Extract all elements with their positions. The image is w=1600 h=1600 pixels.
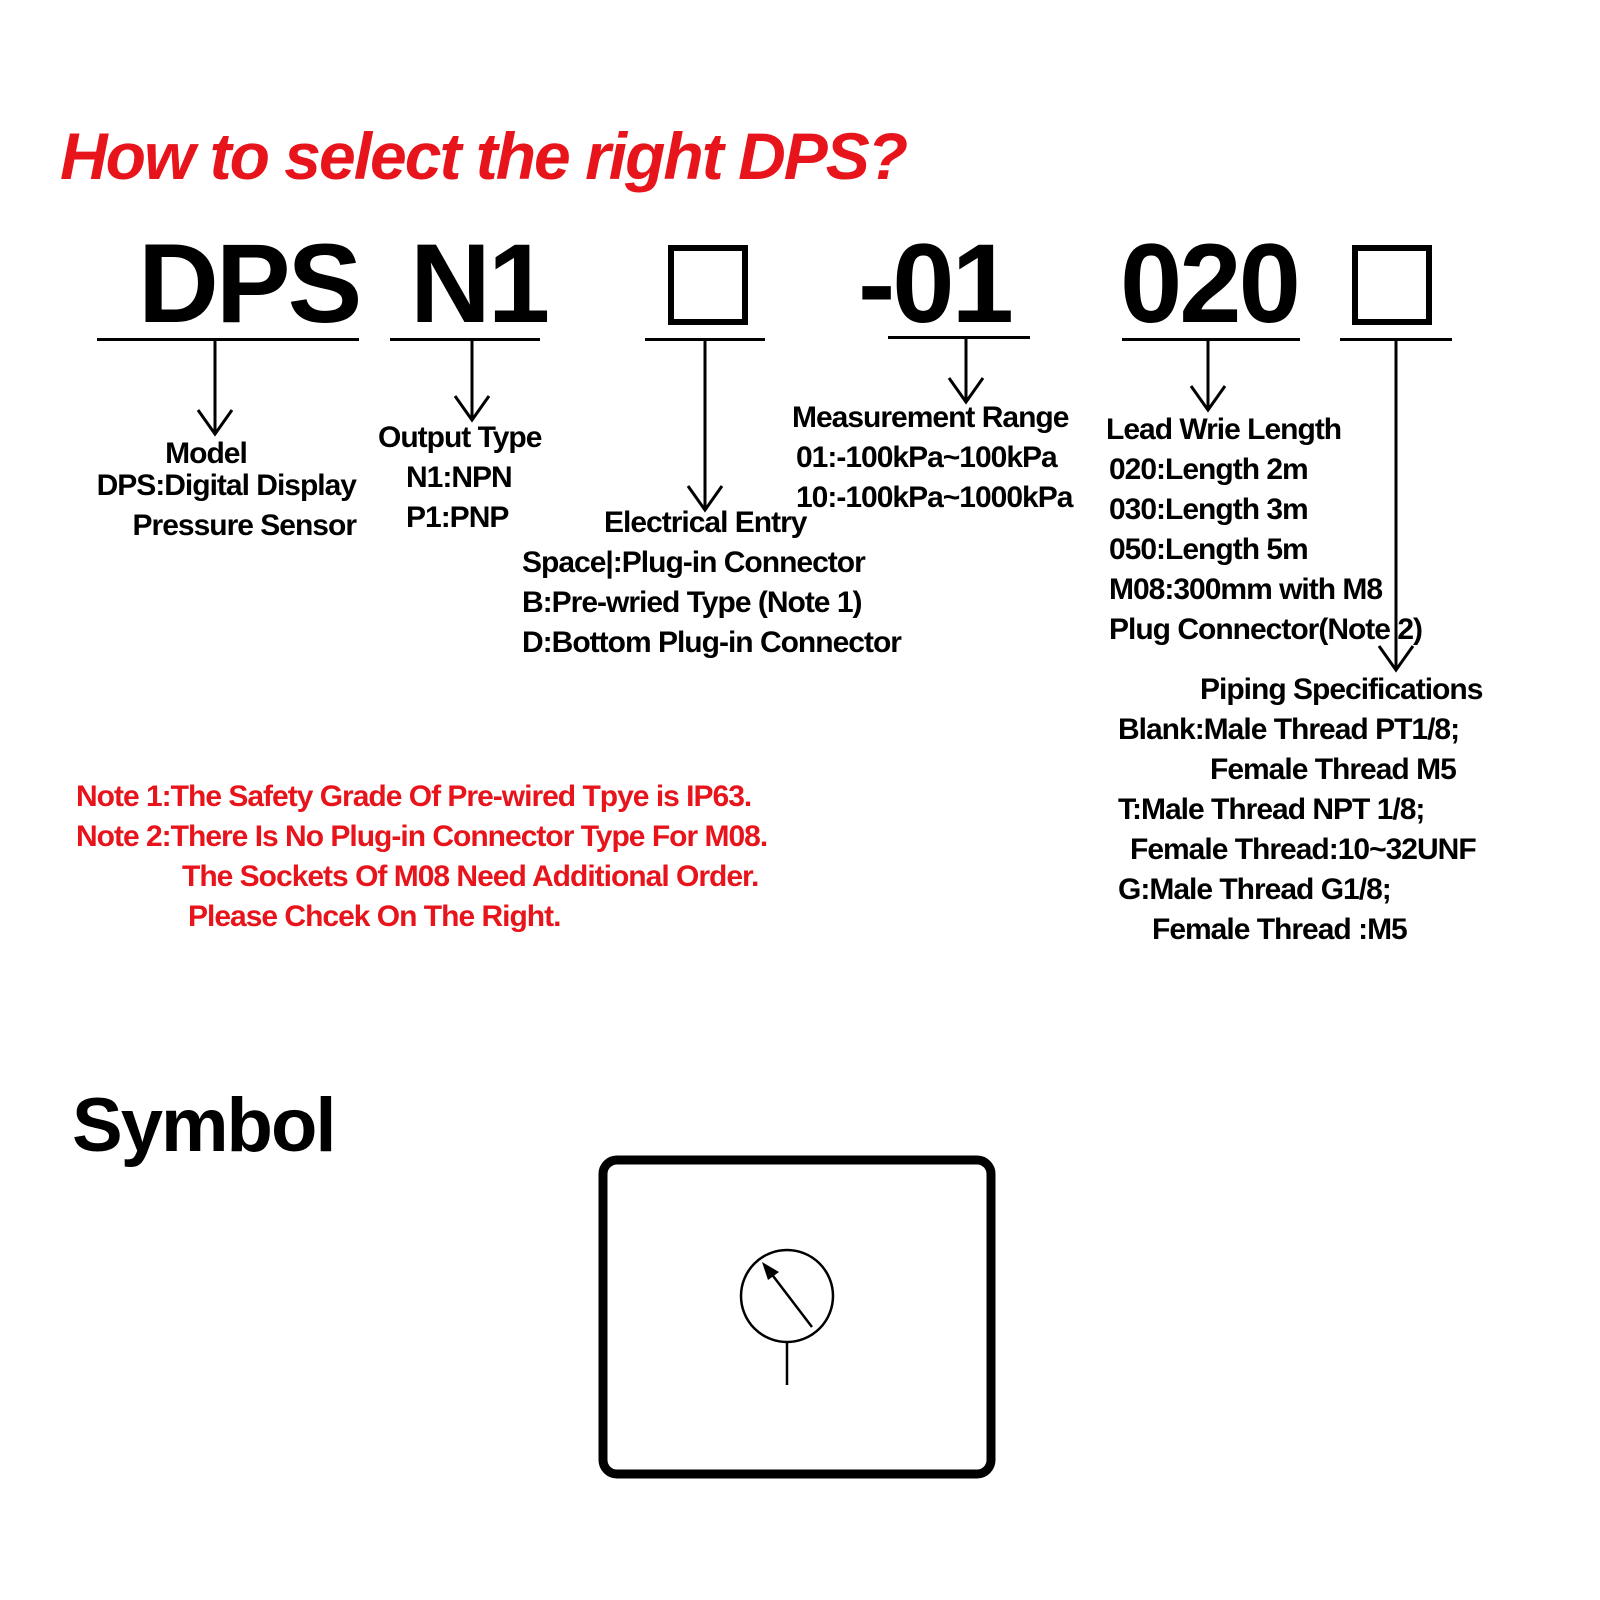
note-2-continued-2: Please Chcek On The Right. [188, 900, 561, 933]
code-entry-placeholder-box [668, 245, 748, 325]
lead-line-5: Plug Connector(Note 2) [1109, 613, 1423, 646]
underline-output [390, 338, 540, 341]
gauge-needle [766, 1267, 813, 1328]
lead-description: Lead Wrie Length 020:Length 2m 030:Lengt… [1106, 410, 1423, 650]
lead-line-3: 050:Length 5m [1109, 533, 1309, 566]
lead-line-1: 020:Length 2m [1109, 453, 1309, 486]
arrow-piping [1377, 340, 1415, 673]
output-line-2: P1:PNP [406, 501, 509, 534]
range-line-2: 10:-100kPa~1000kPa [796, 481, 1073, 514]
underline-lead [1122, 338, 1300, 341]
arrow-lead [1189, 340, 1227, 413]
range-description: Measurement Range 01:-100kPa~100kPa 10:-… [792, 398, 1073, 518]
code-piping-placeholder-box [1352, 245, 1432, 325]
entry-description: Electrical Entry Space|:Plug-in Connecto… [522, 503, 902, 663]
arrow-output [453, 340, 491, 423]
piping-line-3: T:Male Thread NPT 1/8; [1118, 793, 1425, 826]
entry-line-3: D:Bottom Plug-in Connector [522, 626, 902, 659]
underline-model [97, 338, 359, 341]
entry-heading: Electrical Entry [604, 506, 807, 539]
arrow-range [947, 338, 985, 405]
gauge-needle-tip [762, 1262, 779, 1280]
piping-line-4: Female Thread:10~32UNF [1130, 833, 1477, 866]
model-heading: Model [165, 437, 248, 470]
model-line-1: DPS:Digital Display [96, 469, 357, 502]
output-description: Output Type N1:NPN P1:PNP [378, 418, 542, 538]
lead-line-4: M08:300mm with M8 [1109, 573, 1383, 606]
entry-line-2: B:Pre-wried Type (Note 1) [522, 586, 862, 619]
piping-line-5: G:Male Thread G1/8; [1118, 873, 1392, 906]
arrow-model [196, 340, 234, 437]
page-title: How to select the right DPS? [60, 119, 908, 193]
symbol-frame [598, 1155, 996, 1479]
note-2-continued: The Sockets Of M08 Need Additional Order… [182, 860, 759, 893]
underline-entry [645, 338, 765, 341]
piping-line-6: Female Thread :M5 [1152, 913, 1408, 946]
lead-heading: Lead Wrie Length [1106, 413, 1342, 446]
symbol-heading: Symbol [72, 1083, 336, 1168]
underline-range [888, 336, 1030, 339]
model-line-2: Pressure Sensor [132, 509, 357, 542]
piping-line-2: Female Thread M5 [1210, 753, 1457, 786]
range-heading: Measurement Range [792, 401, 1069, 434]
underline-piping [1340, 338, 1452, 341]
note-1: Note 1:The Safety Grade Of Pre-wired Tpy… [76, 780, 752, 813]
output-line-1: N1:NPN [406, 461, 513, 494]
piping-description: Piping Specifications Blank:Male Thread … [1118, 670, 1483, 950]
entry-line-1: Space|:Plug-in Connector [522, 546, 866, 579]
code-output: N1 [410, 221, 550, 346]
range-line-1: 01:-100kPa~100kPa [796, 441, 1058, 474]
piping-line-1: Blank:Male Thread PT1/8; [1118, 713, 1460, 746]
lead-line-2: 030:Length 3m [1109, 493, 1309, 526]
model-description: Model DPS:Digital Display Pressure Senso… [76, 434, 357, 546]
note-2: Note 2:There Is No Plug-in Connector Typ… [76, 820, 768, 853]
code-range: -01 [858, 221, 1014, 346]
code-model: DPS [138, 221, 362, 346]
code-lead: 020 [1120, 221, 1301, 346]
piping-heading: Piping Specifications [1200, 673, 1483, 706]
output-heading: Output Type [378, 421, 542, 454]
arrow-entry [686, 340, 724, 513]
